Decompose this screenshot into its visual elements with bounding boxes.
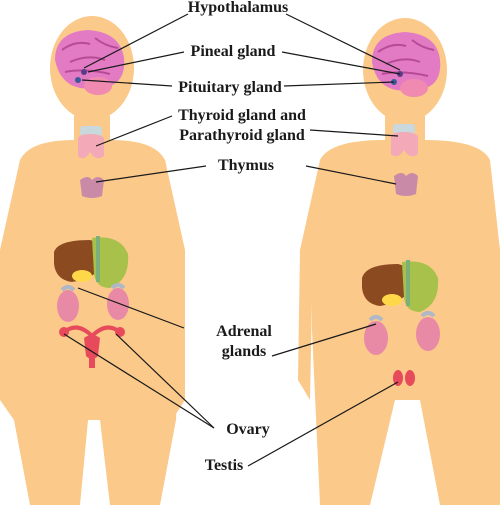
leader-hypothalamus-right [285, 13, 401, 71]
leader-pituitary-left [81, 79, 173, 87]
label-pineal-gland: Pineal gland [191, 43, 276, 60]
label-thyroid-line2: Parathyroid gland [179, 127, 305, 144]
label-adrenal-line2: glands [222, 343, 266, 360]
female-ovary-left [59, 327, 69, 337]
female-pituitary-icon [75, 77, 81, 83]
male-thyroid [391, 124, 418, 157]
male-figure [298, 18, 500, 505]
female-left-arm [0, 160, 20, 420]
female-ovary-right [115, 327, 125, 337]
male-brain [372, 32, 441, 97]
labels: Hypothalamus Pineal gland Pituitary glan… [178, 0, 306, 474]
leader-pineal-left [87, 51, 185, 73]
female-pineal-icon [81, 69, 87, 75]
leader-adrenal-right [271, 323, 377, 357]
male-thymus [394, 173, 418, 196]
leader-pineal-right [281, 51, 401, 75]
leader-thymus-left [95, 165, 207, 183]
male-abdominal-organs [362, 260, 439, 312]
female-thyroid [78, 126, 104, 159]
male-torso [312, 140, 500, 505]
label-pituitary-gland: Pituitary gland [178, 79, 282, 96]
female-figure [0, 16, 185, 505]
female-torso [8, 140, 180, 505]
female-right-arm [165, 160, 185, 420]
leader-thyroid-left [95, 115, 173, 147]
female-reproductive [59, 325, 125, 368]
label-ovary: Ovary [226, 421, 270, 438]
leader-testis [247, 381, 399, 467]
leader-adrenal-left [77, 287, 185, 329]
leader-ovary-left [63, 333, 215, 429]
leader-lines [63, 13, 401, 467]
label-adrenal-line1: Adrenal [216, 323, 272, 340]
male-testes [393, 370, 415, 386]
leader-ovary-right [115, 333, 215, 429]
label-hypothalamus: Hypothalamus [188, 0, 288, 16]
female-thymus [80, 177, 104, 198]
label-testis: Testis [205, 457, 244, 474]
leader-hypothalamus-left [83, 13, 189, 69]
male-kidneys [364, 311, 440, 355]
leader-thyroid-right [309, 129, 399, 137]
female-abdominal-organs [54, 236, 129, 288]
label-thyroid-line1: Thyroid gland and [178, 107, 306, 124]
leader-thymus-right [305, 165, 397, 185]
label-thymus: Thymus [218, 157, 274, 174]
leader-pituitary-right [283, 81, 395, 87]
female-kidneys [57, 283, 129, 322]
male-left-arm [298, 160, 320, 400]
